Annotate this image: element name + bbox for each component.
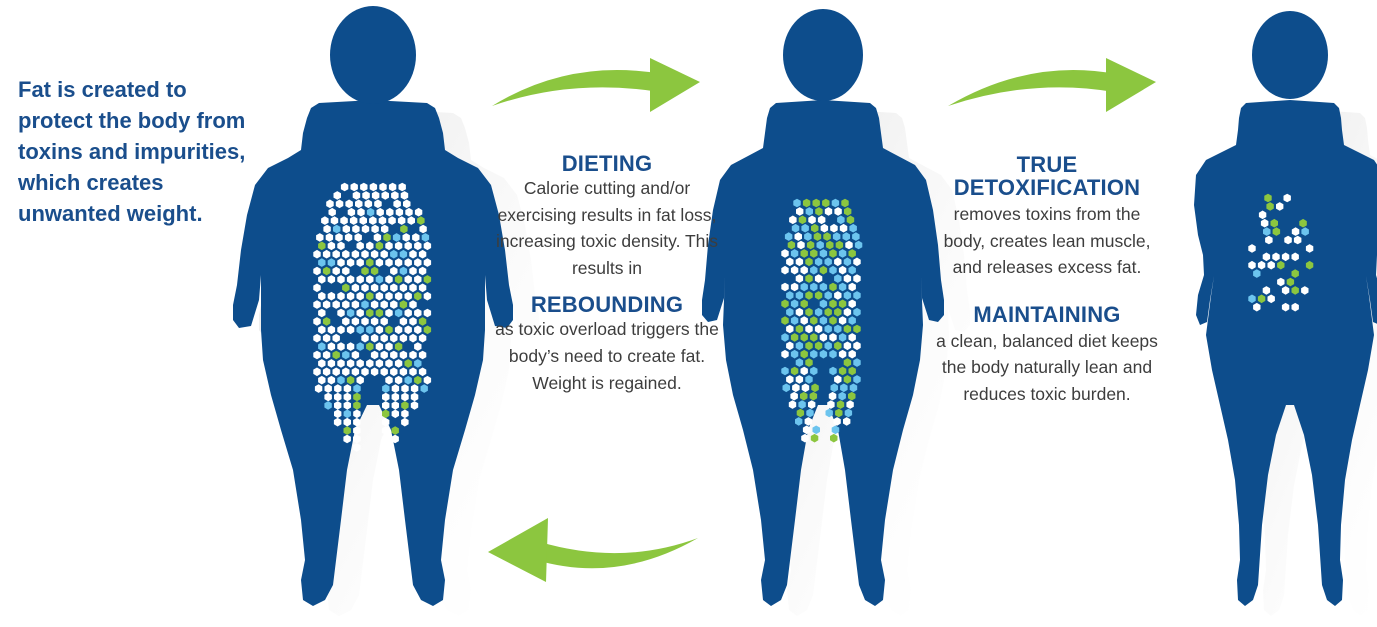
dieting-arrow-head	[650, 58, 700, 112]
toxic-body-head	[783, 9, 863, 101]
overweight-body-head	[330, 6, 416, 104]
dieting-text: Calorie cutting and/or exercising result…	[487, 175, 727, 281]
dieting-arrow-shaft	[492, 70, 662, 106]
maintaining-heading: MAINTAINING	[932, 303, 1162, 326]
dieting-heading: DIETING	[487, 152, 727, 175]
rebounding-arrow	[488, 518, 698, 582]
dieting-panel: DIETING Calorie cutting and/or exercisin…	[487, 152, 727, 396]
rebounding-heading: REBOUNDING	[487, 293, 727, 316]
detox-heading: TRUE DETOXIFICATION	[932, 153, 1162, 199]
rebounding-arrow-head	[488, 518, 548, 582]
maintaining-text: a clean, balanced diet keeps the body na…	[932, 328, 1162, 408]
detox-block: TRUE DETOXIFICATION removes toxins from …	[932, 153, 1162, 281]
rebounding-text: as toxic overload triggers the body’s ne…	[487, 316, 727, 396]
lean-body-head	[1252, 11, 1328, 99]
detox-arrow-head	[1106, 58, 1156, 112]
maintaining-block: MAINTAINING a clean, balanced diet keeps…	[932, 303, 1162, 408]
intro-text: Fat is created to protect the body from …	[18, 74, 248, 229]
toxin-cell	[382, 435, 390, 444]
detox-arrow-shaft	[948, 70, 1116, 106]
detox-arrow	[948, 58, 1156, 112]
detox-text: removes toxins from the body, creates le…	[932, 201, 1162, 281]
dieting-arrow	[492, 58, 700, 112]
rebounding-block: REBOUNDING as toxic overload triggers th…	[487, 293, 727, 396]
detox-panel: TRUE DETOXIFICATION removes toxins from …	[932, 153, 1162, 408]
dieting-block: DIETING Calorie cutting and/or exercisin…	[487, 152, 727, 281]
toxin-cell	[382, 443, 389, 452]
rebounding-arrow-shaft	[536, 538, 698, 568]
